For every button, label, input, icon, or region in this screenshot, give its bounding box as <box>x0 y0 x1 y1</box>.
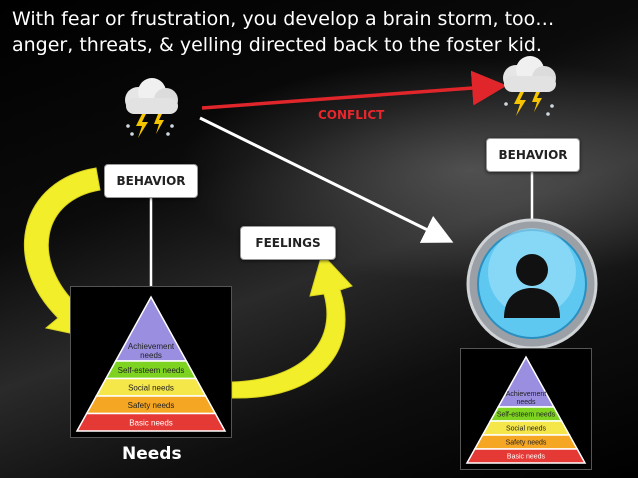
behavior-to-person-arrow <box>199 116 454 243</box>
storm-cloud-icon <box>503 56 556 116</box>
behavior-box-right: BEHAVIOR <box>486 138 580 172</box>
storm-cloud-icon <box>125 78 178 138</box>
title-line-2: anger, threats, & yelling directed back … <box>12 34 542 56</box>
title-line-1: With fear or frustration, you develop a … <box>12 8 555 30</box>
needs-label: Needs <box>122 444 182 464</box>
pyramid-level-label: Achievement <box>506 391 547 398</box>
pyramid-level-label: Safety needs <box>506 440 547 447</box>
feelings-box: FEELINGS <box>240 226 336 260</box>
pyramid-level-label: Self-esteem needs <box>118 366 185 375</box>
slide-title: With fear or frustration, you develop a … <box>12 6 632 58</box>
pyramid-level-label: needs <box>516 399 536 406</box>
pyramid-level-label: Safety needs <box>128 401 175 410</box>
pyramid-level-label: Basic needs <box>507 454 546 461</box>
yellow-cycle-arrow-right <box>231 253 353 399</box>
pyramid-level-label: Basic needs <box>129 418 173 427</box>
person-silhouette-icon <box>504 254 560 318</box>
pyramid-level-label: Achievement <box>128 342 175 351</box>
person-avatar <box>466 218 598 350</box>
conflict-label: CONFLICT <box>318 108 385 122</box>
pyramid-level <box>465 448 587 464</box>
pyramid-level-label: needs <box>140 351 162 360</box>
behavior-box-left: BEHAVIOR <box>104 164 198 198</box>
pyramid-level <box>75 412 227 432</box>
pyramid-level-label: Self-esteem needs <box>497 412 556 419</box>
pyramid-level-label: Social needs <box>128 383 174 392</box>
conflict-arrow <box>201 70 507 110</box>
pyramid-level-label: Social needs <box>506 426 547 433</box>
